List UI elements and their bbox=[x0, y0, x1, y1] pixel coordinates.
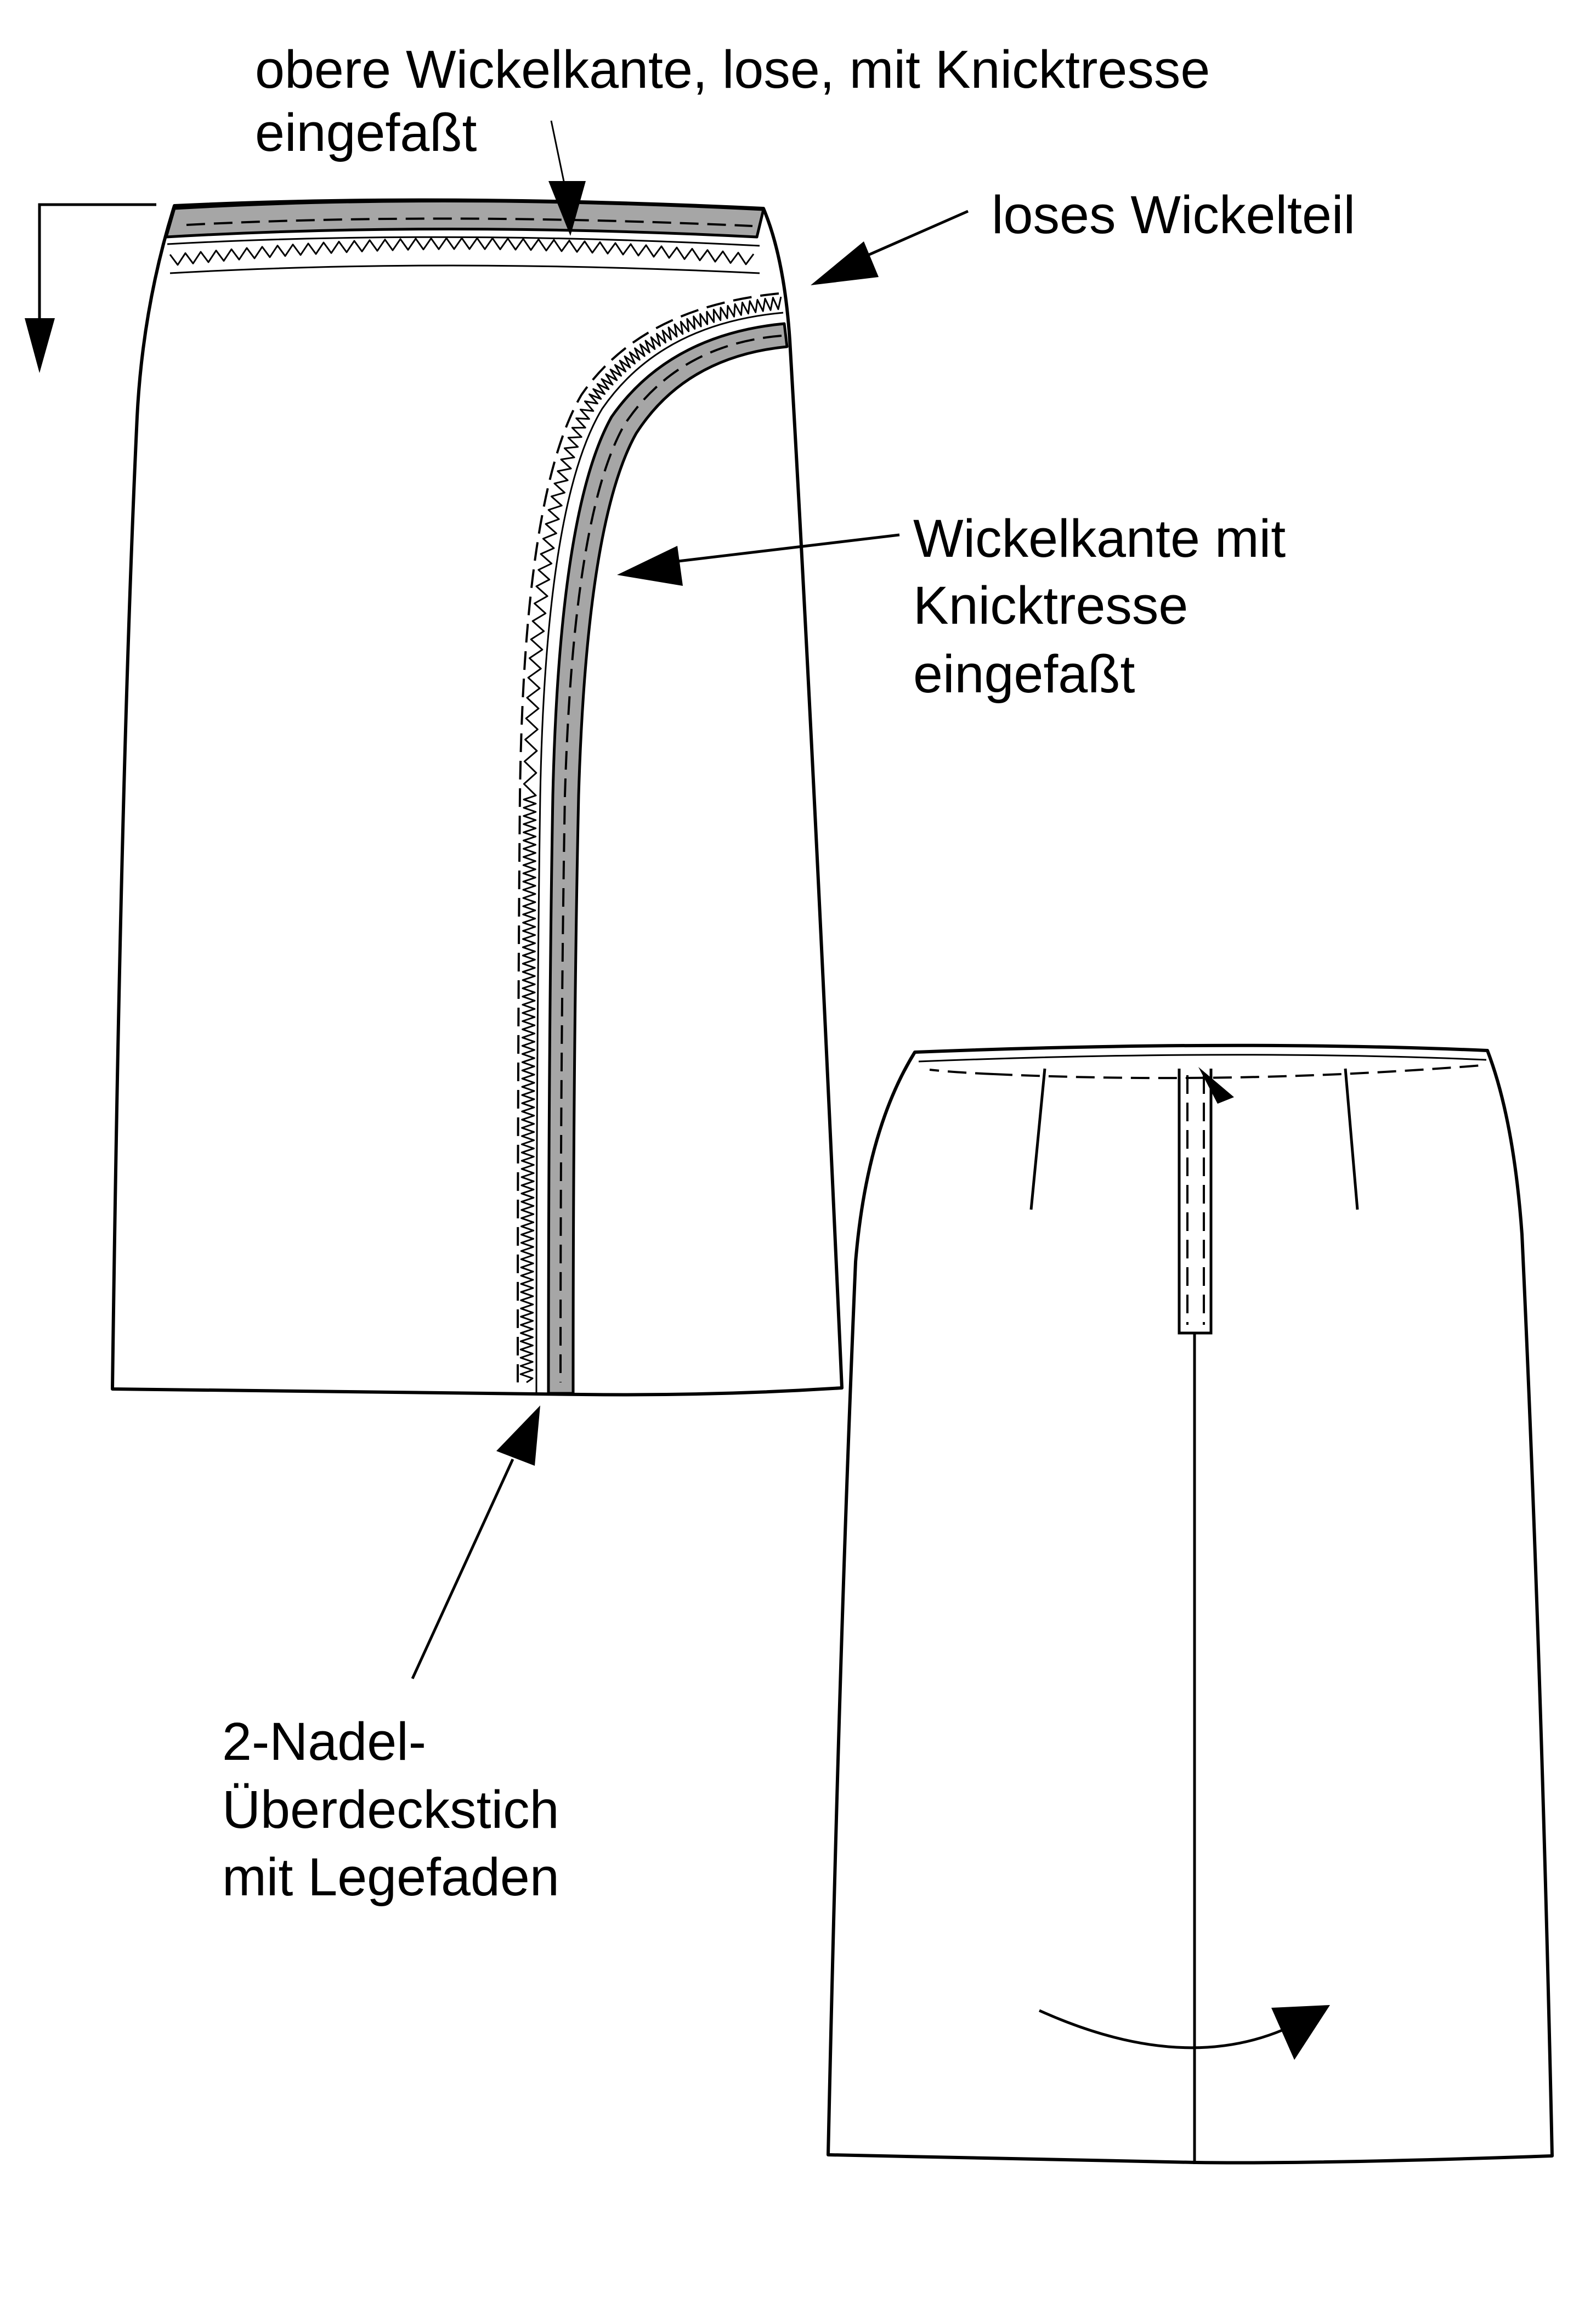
front-view bbox=[25, 198, 844, 1397]
coverstitch-leader-line bbox=[411, 1458, 514, 1680]
loose-panel-leader-line bbox=[854, 210, 969, 262]
waistband-coverstitch-rule bbox=[169, 264, 760, 274]
wrap-edge-leader-arrowhead bbox=[617, 546, 683, 586]
back-dart-right bbox=[1344, 1068, 1359, 1210]
wrap-edge-binding-tape bbox=[547, 322, 789, 1395]
leader-arrows bbox=[411, 120, 969, 1680]
coverstitch-label-line2: Überdeckstich bbox=[222, 1780, 559, 1839]
waistband-inner-line bbox=[167, 236, 760, 247]
wrap-edge-leader-line bbox=[669, 533, 900, 564]
wrap-edge-label-line2: Knicktresse bbox=[913, 575, 1188, 635]
wrap-edge-label-line3: eingefaßt bbox=[913, 644, 1135, 704]
waistband-stitch-dashed bbox=[186, 217, 753, 227]
coverstitch-leader-arrowhead bbox=[496, 1405, 540, 1466]
fold-direction-line bbox=[38, 203, 156, 329]
top-edge-label-line1: obere Wickelkante, lose, mit Knicktresse bbox=[255, 39, 1210, 99]
coverstitch-label-line3: mit Legefaden bbox=[222, 1847, 559, 1907]
back-waist-dashed bbox=[993, 1064, 1482, 1080]
wrap-edge-stitch-dashed bbox=[559, 335, 782, 1383]
wrap-edge-label-line1: Wickelkante mit bbox=[913, 509, 1286, 568]
wrap-edge-outer-line bbox=[535, 312, 784, 1394]
back-view bbox=[827, 1043, 1554, 2165]
top-edge-leader-line bbox=[550, 120, 566, 187]
loose-panel-leader-arrowhead bbox=[811, 241, 879, 285]
back-skirt-outline bbox=[827, 1043, 1554, 2165]
fold-direction-arrowhead bbox=[25, 318, 55, 373]
wrap-edge-coverstitch bbox=[519, 296, 782, 1383]
top-edge-leader-arrowhead bbox=[548, 181, 586, 236]
back-dart-left bbox=[1029, 1068, 1046, 1210]
wrap-direction-arrowhead bbox=[1271, 2005, 1330, 2060]
wrap-direction-curve bbox=[1038, 2009, 1284, 2049]
annotation-labels: obere Wickelkante, lose, mit Knicktresse… bbox=[222, 39, 1355, 1907]
coverstitch-label-line1: 2-Nadel- bbox=[222, 1712, 426, 1771]
back-waist-dashed-left bbox=[929, 1069, 994, 1075]
zipper-pull-arrowhead bbox=[1198, 1067, 1234, 1104]
back-waist-inner-line bbox=[918, 1054, 1487, 1063]
top-edge-label-line2: eingefaßt bbox=[255, 103, 477, 162]
wrap-edge-outer-dashed bbox=[517, 292, 779, 1383]
front-skirt-outline bbox=[111, 198, 844, 1397]
loose-panel-label: loses Wickelteil bbox=[992, 185, 1355, 245]
waistband-coverstitch bbox=[169, 237, 755, 266]
